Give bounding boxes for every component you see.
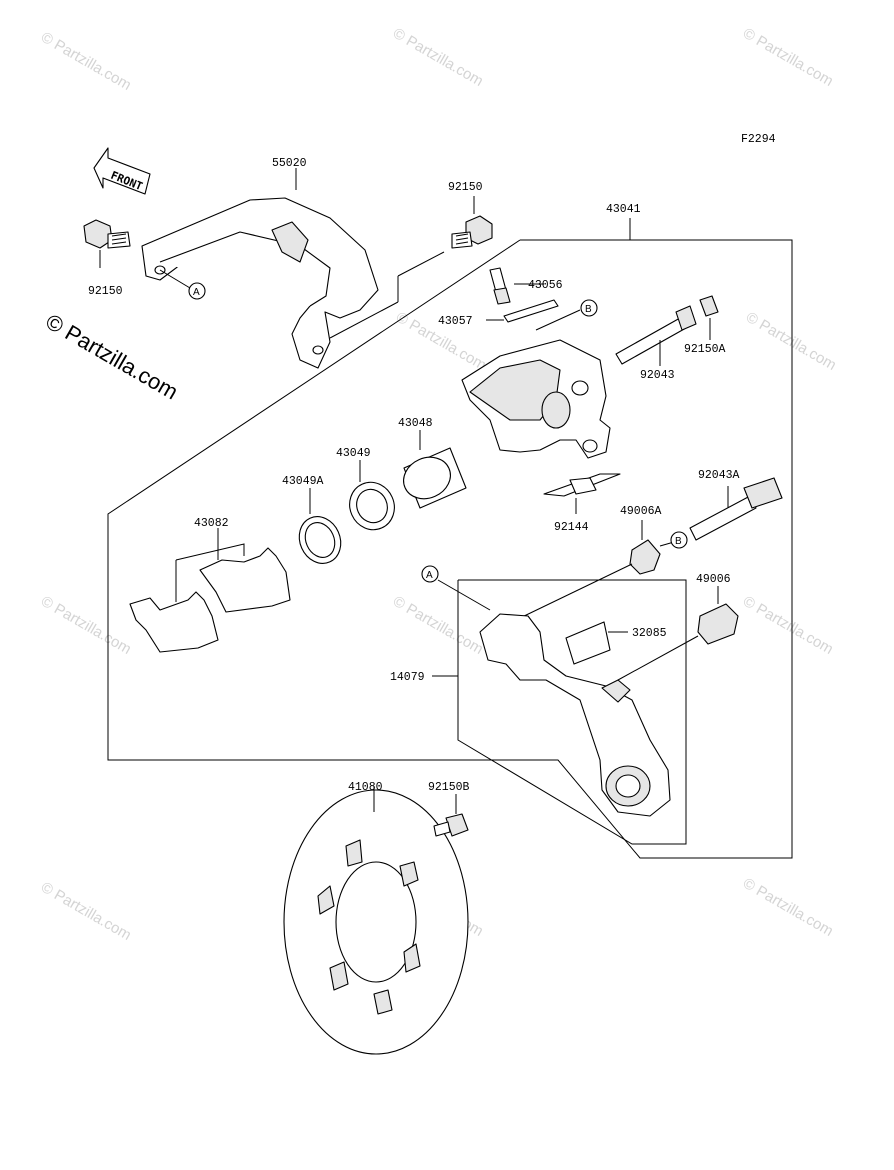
callout-a-left: [188, 282, 206, 300]
callout-b-right-label: B: [675, 536, 682, 547]
caliper-bracket-14079: [479, 613, 671, 817]
caliper-guard-55020: [141, 168, 379, 369]
label-49006a: 49006A: [620, 505, 662, 518]
figure-code: F2294: [741, 133, 776, 146]
callout-b-right: [670, 531, 688, 549]
label-43048: 43048: [398, 417, 433, 430]
watermark: © Partzilla.com: [740, 25, 836, 90]
callout-a-bracket-label: A: [426, 570, 433, 581]
label-92043: 92043: [640, 369, 675, 382]
callout-a-bracket: [421, 565, 439, 583]
bleed-cap-43057: [486, 299, 559, 323]
watermark: © Partzilla.com: [740, 593, 836, 658]
bushing-49006: [617, 586, 739, 681]
watermark: © Partzilla.com: [38, 879, 134, 944]
pin-92043: [615, 305, 697, 366]
bolt-92150-top: [329, 196, 493, 339]
label-92144: 92144: [554, 521, 589, 534]
watermark-large: © Partzilla.com: [42, 309, 183, 405]
front-arrow: FRONT: [93, 147, 151, 195]
label-92150-left: 92150: [88, 285, 123, 298]
label-43057: 43057: [438, 315, 473, 328]
callout-a-left-label: A: [193, 287, 200, 298]
watermark: © Partzilla.com: [390, 593, 486, 658]
seal-43049a: [298, 488, 342, 564]
clip-32085: [565, 621, 628, 665]
boot-49006a: [629, 520, 661, 575]
label-92150-top: 92150: [448, 181, 483, 194]
callout-b-top-label: B: [585, 304, 592, 315]
label-43049: 43049: [336, 447, 371, 460]
callout-b-top: [580, 299, 598, 317]
caliper-body: [461, 339, 611, 459]
label-43041: 43041: [606, 203, 641, 216]
label-43082: 43082: [194, 517, 229, 530]
seal-43049: [349, 460, 395, 531]
cap-92150a: [699, 295, 719, 340]
label-92043a: 92043A: [698, 469, 740, 482]
label-41080: 41080: [348, 781, 383, 794]
label-92150a: 92150A: [684, 343, 726, 356]
label-49006: 49006: [696, 573, 731, 586]
bleed-valve-43056: [489, 267, 544, 305]
assembly-outline: [107, 239, 793, 859]
bolt-92150b: [433, 794, 469, 837]
label-55020: 55020: [272, 157, 307, 170]
label-32085: 32085: [632, 627, 667, 640]
watermark: © Partzilla.com: [390, 25, 486, 90]
watermark: © Partzilla.com: [38, 29, 134, 94]
watermark: © Partzilla.com: [38, 593, 134, 658]
watermark: © Partzilla.com: [740, 875, 836, 940]
pin-92043a: [689, 477, 783, 541]
bolt-92150-left: [83, 219, 131, 268]
brake-disc-41080: [283, 786, 469, 1055]
watermark: © Partzilla.com: [743, 309, 839, 374]
clip-92144: [543, 473, 621, 514]
bracket-subbox: [457, 579, 687, 845]
piston-43048: [403, 430, 467, 509]
label-43049a: 43049A: [282, 475, 324, 488]
label-43056: 43056: [528, 279, 563, 292]
label-92150b: 92150B: [428, 781, 470, 794]
brake-pads-43082: [129, 528, 291, 653]
label-14079: 14079: [390, 671, 425, 684]
